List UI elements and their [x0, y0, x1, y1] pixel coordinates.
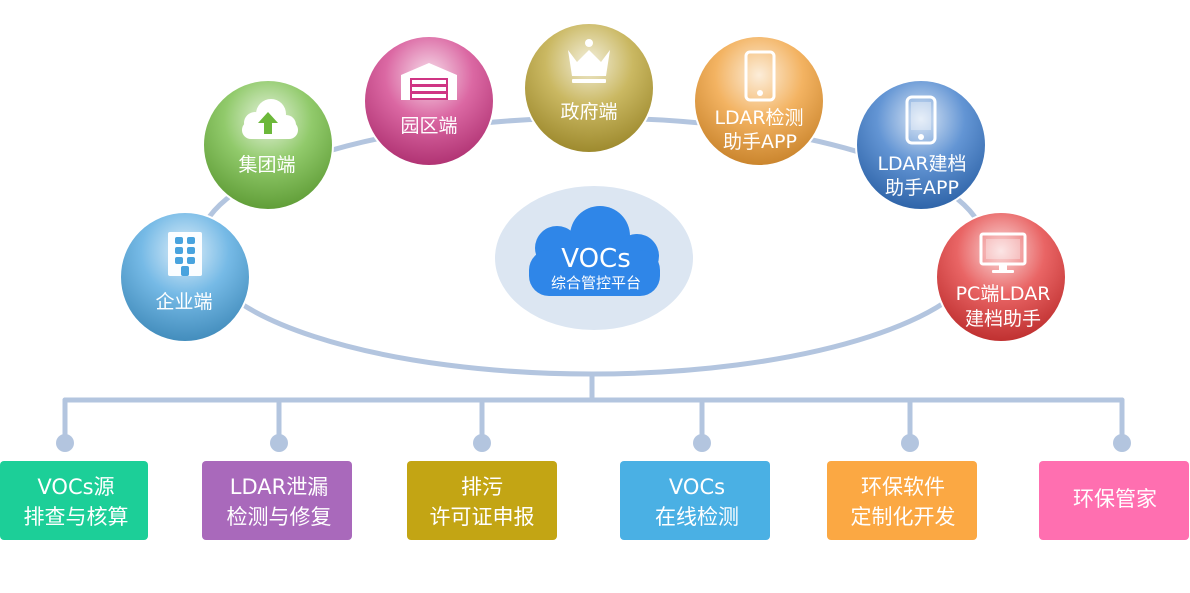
service-connectors: [62, 371, 1125, 444]
service-steward-label: 环保管家: [1073, 487, 1157, 511]
node-pc-ldar-label-2: 建档助手: [965, 308, 1041, 330]
node-government[interactable]: 政府端: [523, 22, 655, 154]
node-group-label: 集团端: [238, 154, 295, 176]
node-park-label: 园区端: [400, 115, 457, 137]
node-enterprise[interactable]: 企业端: [119, 211, 251, 343]
service-vocs-source-label-1: VOCs源: [37, 475, 114, 499]
crown-icon: [568, 39, 610, 83]
service-ldar-repair[interactable]: LDAR泄漏 检测与修复: [202, 461, 352, 540]
service-vocs-source-box: [0, 461, 148, 540]
service-boxes: VOCs源 排查与核算 LDAR泄漏 检测与修复 排污 许可证申报 VOCs 在…: [0, 461, 1189, 540]
service-custom-dev-label-2: 定制化开发: [851, 505, 956, 529]
access-nodes: 企业端 集团端: [119, 22, 1067, 343]
service-permit-box: [407, 461, 557, 540]
service-permit-label-2: 许可证申报: [430, 505, 535, 529]
center-title: VOCs: [561, 244, 631, 274]
center-platform: VOCs 综合管控平台: [495, 186, 693, 330]
service-vocs-online[interactable]: VOCs 在线检测: [620, 461, 770, 540]
cloud-upload-icon: [242, 99, 298, 139]
service-custom-dev[interactable]: 环保软件 定制化开发: [827, 461, 977, 540]
node-ldar-archive-app[interactable]: LDAR建档 助手APP: [855, 79, 987, 211]
warehouse-icon: [401, 63, 457, 100]
node-government-label: 政府端: [560, 101, 617, 123]
service-permit-label-1: 排污: [461, 475, 503, 499]
node-group[interactable]: 集团端: [202, 79, 334, 211]
node-ldar-archive-app-label-2: 助手APP: [885, 177, 959, 199]
service-vocs-online-label-1: VOCs: [669, 475, 725, 499]
tablet-icon: [744, 50, 776, 102]
center-cloud-icon: [529, 206, 660, 296]
service-steward[interactable]: 环保管家: [1039, 461, 1189, 540]
node-ldar-archive-app-label-1: LDAR建档: [877, 153, 966, 175]
center-subtitle: 综合管控平台: [551, 274, 641, 292]
node-ldar-inspect-app-label-1: LDAR检测: [714, 107, 803, 129]
service-vocs-source[interactable]: VOCs源 排查与核算: [0, 461, 148, 540]
node-pc-ldar[interactable]: PC端LDAR 建档助手: [935, 211, 1067, 343]
service-vocs-online-box: [620, 461, 770, 540]
connector-dots: [56, 434, 1131, 452]
service-steward-box: [1039, 461, 1189, 540]
service-vocs-online-label-2: 在线检测: [655, 505, 739, 529]
service-vocs-source-label-2: 排查与核算: [24, 505, 129, 529]
node-park[interactable]: 园区端: [363, 35, 495, 167]
node-pc-ldar-label-1: PC端LDAR: [956, 283, 1051, 305]
phone-icon: [905, 95, 937, 145]
service-custom-dev-box: [827, 461, 977, 540]
building-icon: [168, 232, 202, 276]
service-ldar-repair-label-2: 检测与修复: [227, 505, 332, 529]
service-permit[interactable]: 排污 许可证申报: [407, 461, 557, 540]
node-enterprise-label: 企业端: [155, 291, 212, 313]
node-ldar-inspect-app[interactable]: LDAR检测 助手APP: [693, 35, 825, 167]
node-ldar-inspect-app-label-2: 助手APP: [723, 131, 797, 153]
service-ldar-repair-label-1: LDAR泄漏: [230, 475, 328, 499]
service-custom-dev-label-1: 环保软件: [861, 475, 945, 499]
monitor-icon: [979, 232, 1027, 273]
service-ldar-repair-box: [202, 461, 352, 540]
